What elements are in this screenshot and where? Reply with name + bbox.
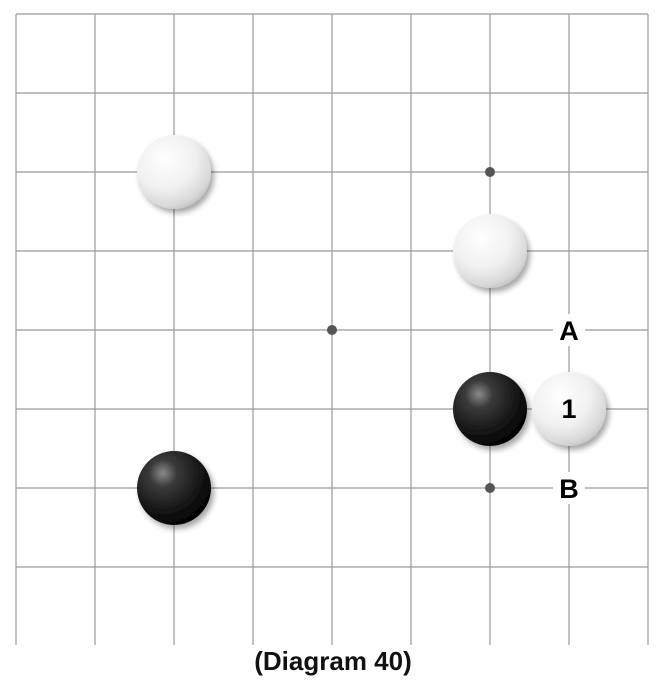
marker-a: A	[559, 316, 579, 346]
black-stone[interactable]	[137, 451, 211, 525]
star-points	[327, 167, 495, 493]
white-stone[interactable]: 1	[532, 372, 606, 446]
star-point	[485, 167, 495, 177]
position-markers: AB	[553, 314, 585, 504]
white-stone[interactable]	[453, 214, 527, 288]
white-stone-body	[137, 135, 211, 209]
star-point	[327, 325, 337, 335]
black-stone-body	[453, 372, 527, 446]
black-stone[interactable]	[453, 372, 527, 446]
star-point	[485, 483, 495, 493]
stone-move-number: 1	[561, 394, 576, 424]
stones-layer: 1	[137, 135, 606, 525]
marker-b: B	[559, 474, 579, 504]
white-stone-body	[453, 214, 527, 288]
marker-background	[553, 472, 585, 504]
white-stone[interactable]	[137, 135, 211, 209]
go-board: 1 AB	[15, 13, 649, 645]
white-stone-body	[532, 372, 606, 446]
marker-background	[553, 314, 585, 346]
diagram-caption: (Diagram 40)	[254, 646, 412, 676]
black-stone-body	[137, 451, 211, 525]
